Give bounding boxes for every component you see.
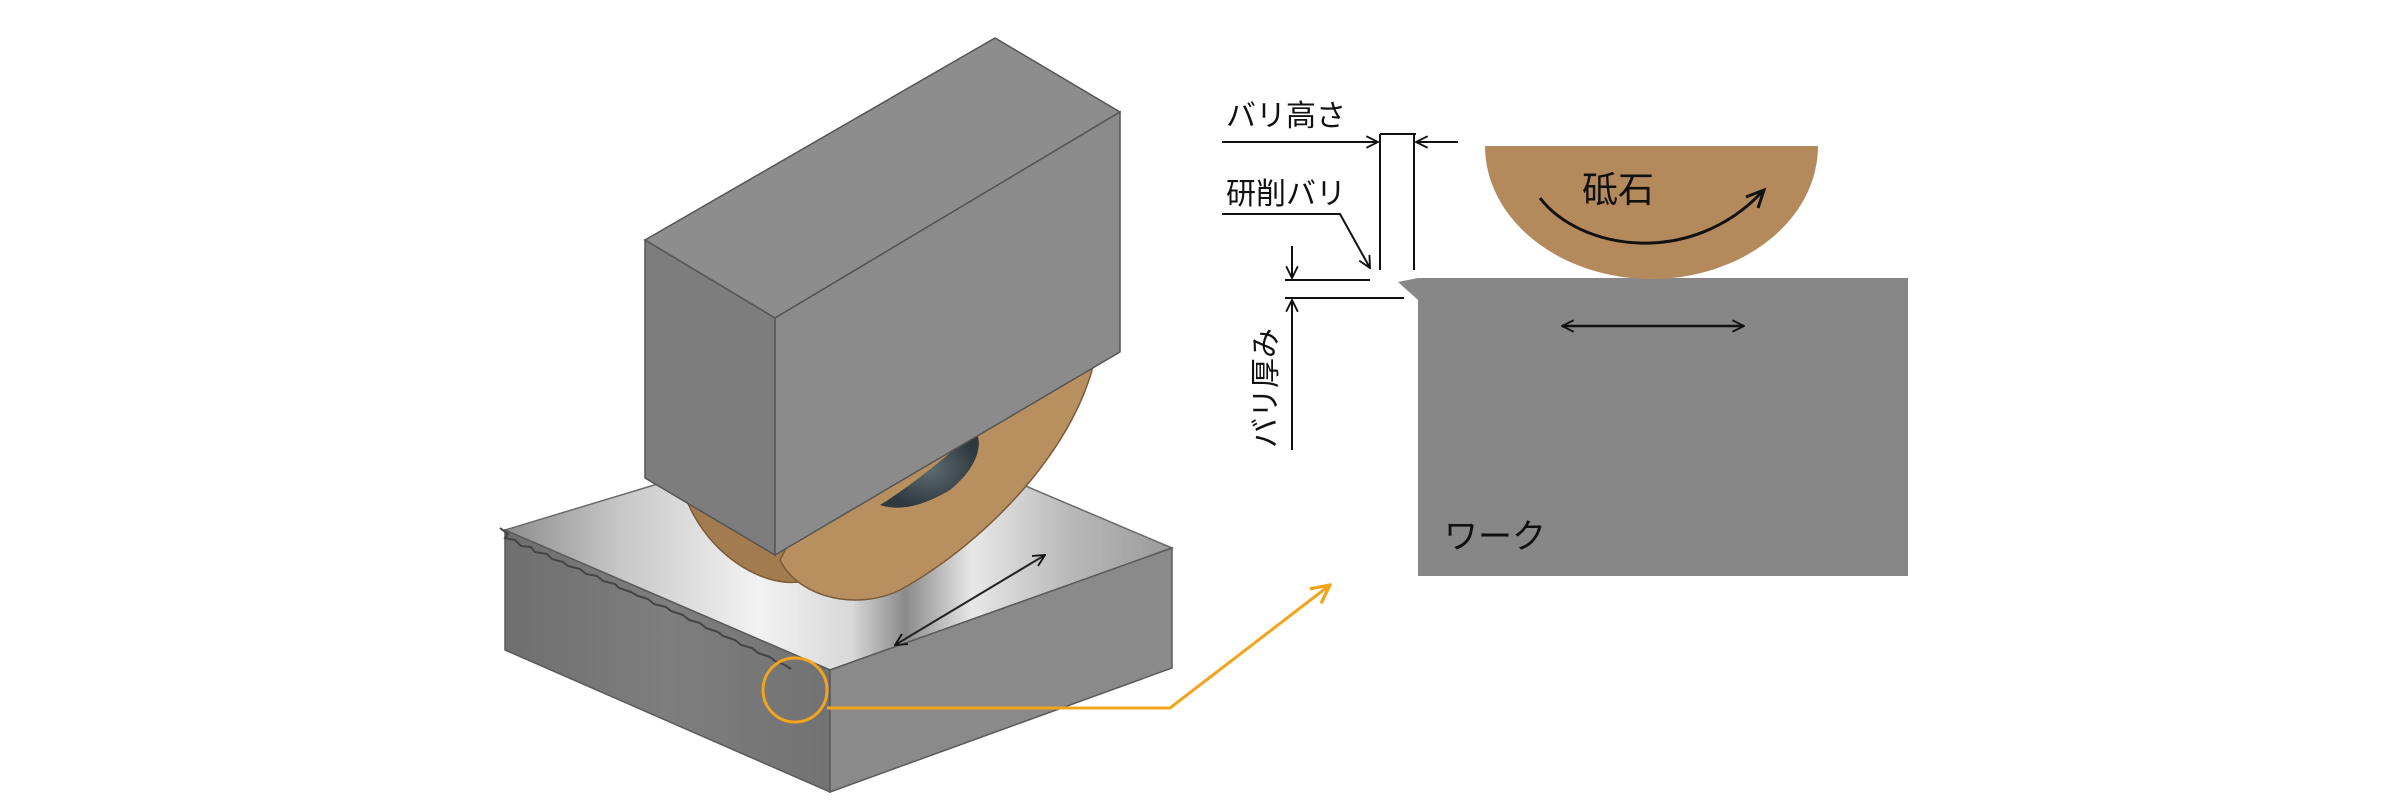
burr-height-label: バリ高さ [1226, 99, 1346, 134]
burr-edge [499, 527, 792, 670]
grindstone-halfdisc [1485, 146, 1818, 279]
detail-highlight-circle [761, 656, 829, 724]
rotation-arrow [1538, 190, 1764, 245]
workpiece-label: ワーク [1444, 517, 1546, 557]
burr-thickness-label: バリ厚み [1249, 328, 1284, 448]
motor-block-side [774, 110, 1121, 557]
grinding-burr-leader [1222, 213, 1370, 268]
feed-direction-arrow [895, 555, 1045, 645]
cross-section-detail: バリ高さ 研削バリ バリ厚み 砥石 ワーク [1222, 99, 1908, 576]
detail-leader-arrow [827, 585, 1330, 710]
rotation-arrowhead [1745, 187, 1767, 209]
workpiece-block [1398, 278, 1908, 576]
plate-side-face [829, 546, 1173, 794]
grindstone-label: 砥石 [1582, 170, 1654, 211]
grinding-burr-label: 研削バリ [1226, 177, 1346, 212]
isometric-illustration [499, 37, 1330, 794]
